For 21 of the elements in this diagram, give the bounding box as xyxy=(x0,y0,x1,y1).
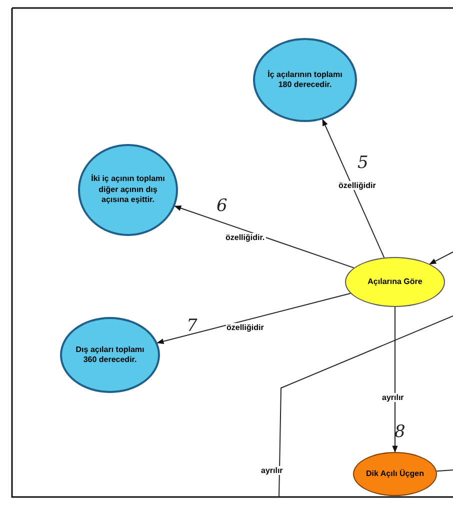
arrow xyxy=(156,292,351,344)
edge-label: ayrılır xyxy=(381,392,405,402)
node-text: Dış açıları toplamı 360 derecedir. xyxy=(74,344,146,366)
edge-label: özelliğidir xyxy=(226,322,265,332)
arrow xyxy=(429,252,453,265)
handwritten-number: 5 xyxy=(358,153,368,173)
node-text: İki iç açının toplamı diğer açının dış açısına eşittir. xyxy=(90,174,166,206)
arrow xyxy=(322,118,385,258)
concept-ellipse xyxy=(345,257,445,307)
node-text: Dik Açılı Üçgen xyxy=(365,468,425,480)
node-text: Açılarına Göre xyxy=(366,276,424,288)
handwritten-number: 8 xyxy=(394,422,406,442)
handwritten-number: 7 xyxy=(186,316,198,336)
node-text: İç açılarının toplamı 180 derecedir. xyxy=(266,70,344,90)
edge-label: özelliğidir. xyxy=(224,232,266,242)
arrow xyxy=(174,206,354,268)
connector-line xyxy=(436,470,453,472)
line-text: ayrılır xyxy=(260,466,284,474)
arrow xyxy=(392,306,398,453)
edge-label: özelliğidir xyxy=(338,180,377,190)
handwritten-number: 6 xyxy=(216,196,228,216)
